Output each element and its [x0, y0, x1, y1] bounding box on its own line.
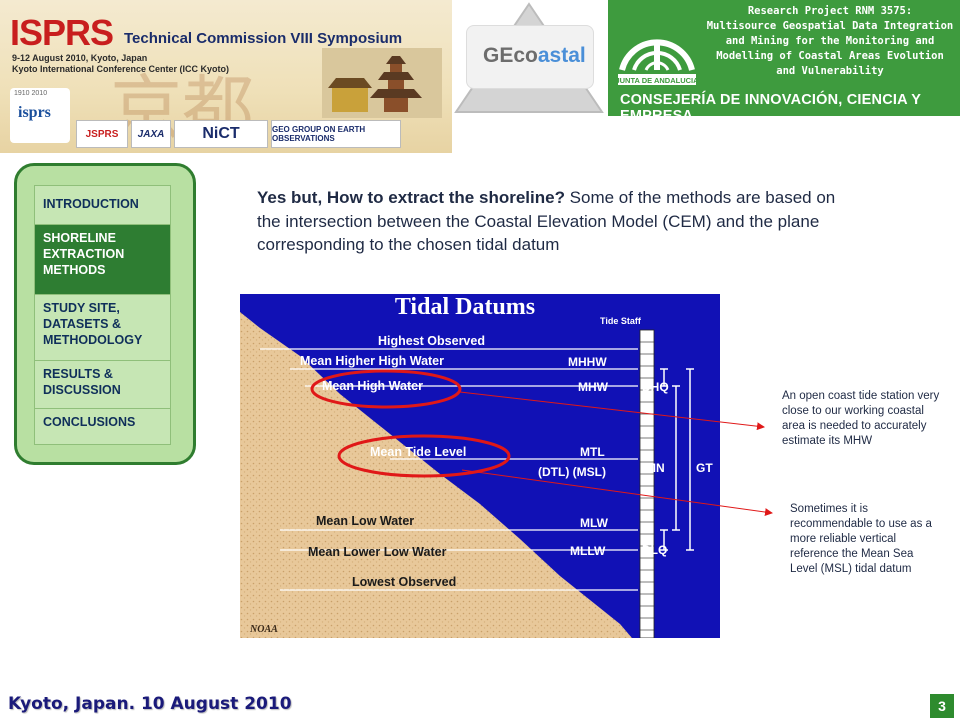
level-name: Mean Lower Low Water — [308, 545, 447, 559]
isprs-subtitle: Technical Commission VIII Symposium — [124, 30, 403, 47]
nav-item-conclusions[interactable]: CONCLUSIONS — [34, 409, 171, 445]
level-abbr: (DTL) (MSL) — [538, 465, 606, 479]
annotation-mhw-note: An open coast tide station very close to… — [782, 390, 940, 447]
noaa-credit: NOAA — [249, 624, 278, 635]
junta-de-andalucia-logo: JUNTA DE ANDALUCIA — [615, 39, 699, 85]
headline-explanation: Some of the methods are based on the int… — [257, 188, 836, 254]
pagoda-picture — [322, 48, 442, 118]
level-name: Highest Observed — [378, 334, 485, 348]
headline-question: Yes but, How to extract the shoreline? — [257, 188, 565, 207]
level-abbr: MLW — [580, 516, 609, 530]
tidal-datums-diagram: Tidal Datums Tide Staff Highest Observed… — [240, 294, 720, 638]
gecoastal-label-box: GEcoastal — [466, 25, 594, 89]
level-name: Mean Higher High Water — [300, 354, 444, 368]
range-label: MN — [646, 461, 665, 475]
level-abbr: MTL — [580, 445, 605, 459]
level-name: Lowest Observed — [352, 575, 456, 589]
isprs-logo: 1910 2010 isprs — [10, 88, 70, 143]
isprs-dates: 9-12 August 2010, Kyoto, Japan Kyoto Int… — [12, 53, 230, 74]
sponsor-logo: JSPRS — [76, 120, 128, 148]
level-name: Mean High Water — [322, 379, 423, 393]
sponsor-logo: GEO GROUP ON EARTH OBSERVATIONS — [271, 120, 401, 148]
mhw-highlight-ellipse — [310, 369, 462, 409]
tide-staff — [639, 329, 655, 638]
research-project-panel: JUNTA DE ANDALUCIA Research Project RNM … — [608, 0, 960, 124]
slide-headline: Yes but, How to extract the shoreline? S… — [257, 186, 857, 257]
nav-item-study-site[interactable]: STUDY SITE, DATASETS & METHODOLOGY — [34, 295, 171, 361]
footer-place-date: Kyoto, Japan. 10 August 2010 — [8, 694, 292, 714]
range-label: DHQ — [642, 380, 669, 394]
section-navigation: INTRODUCTION SHORELINE EXTRACTION METHOD… — [14, 163, 196, 465]
sponsor-logos: JSPRS JAXA NiCT GEO GROUP ON EARTH OBSER… — [76, 120, 446, 150]
gecoastal-logo: GEcoastal — [452, 0, 607, 115]
range-label: DLQ — [642, 543, 667, 557]
level-abbr: MHHW — [568, 355, 607, 369]
sponsor-logo: JAXA — [131, 120, 171, 148]
level-abbr: MLLW — [570, 544, 606, 558]
isprs-title: ISPRS — [10, 12, 114, 53]
tide-staff-label: Tide Staff — [600, 316, 642, 326]
section-nav-list: INTRODUCTION SHORELINE EXTRACTION METHOD… — [34, 185, 171, 445]
mtl-highlight-ellipse — [337, 434, 511, 478]
level-name: Mean Tide Level — [370, 445, 466, 459]
page-number-badge: 3 — [930, 694, 954, 718]
isprs-symposium-banner: 京都 ISPRS Technical Commission VIII Sympo… — [0, 0, 452, 153]
annotation-msl-note: Sometimes it is recommendable to use as … — [790, 503, 932, 575]
nav-item-shoreline-extraction-methods[interactable]: SHORELINE EXTRACTION METHODS — [34, 225, 171, 295]
diagram-title: Tidal Datums — [395, 294, 535, 320]
nav-item-results-discussion[interactable]: RESULTS & DISCUSSION — [34, 361, 171, 409]
consejeria-label: CONSEJERÍA DE INNOVACIÓN, CIENCIA Y EMPR… — [620, 92, 921, 124]
level-name: Mean Low Water — [316, 514, 414, 528]
svg-text:JUNTA DE ANDALUCIA: JUNTA DE ANDALUCIA — [615, 76, 699, 85]
nav-item-introduction[interactable]: INTRODUCTION — [34, 185, 171, 225]
level-abbr: MHW — [578, 380, 609, 394]
research-project-title: Research Project RNM 3575: Multisource G… — [706, 5, 954, 77]
datum-lines — [260, 348, 638, 591]
range-label: GT — [696, 461, 713, 475]
sponsor-logo: NiCT — [174, 120, 268, 148]
